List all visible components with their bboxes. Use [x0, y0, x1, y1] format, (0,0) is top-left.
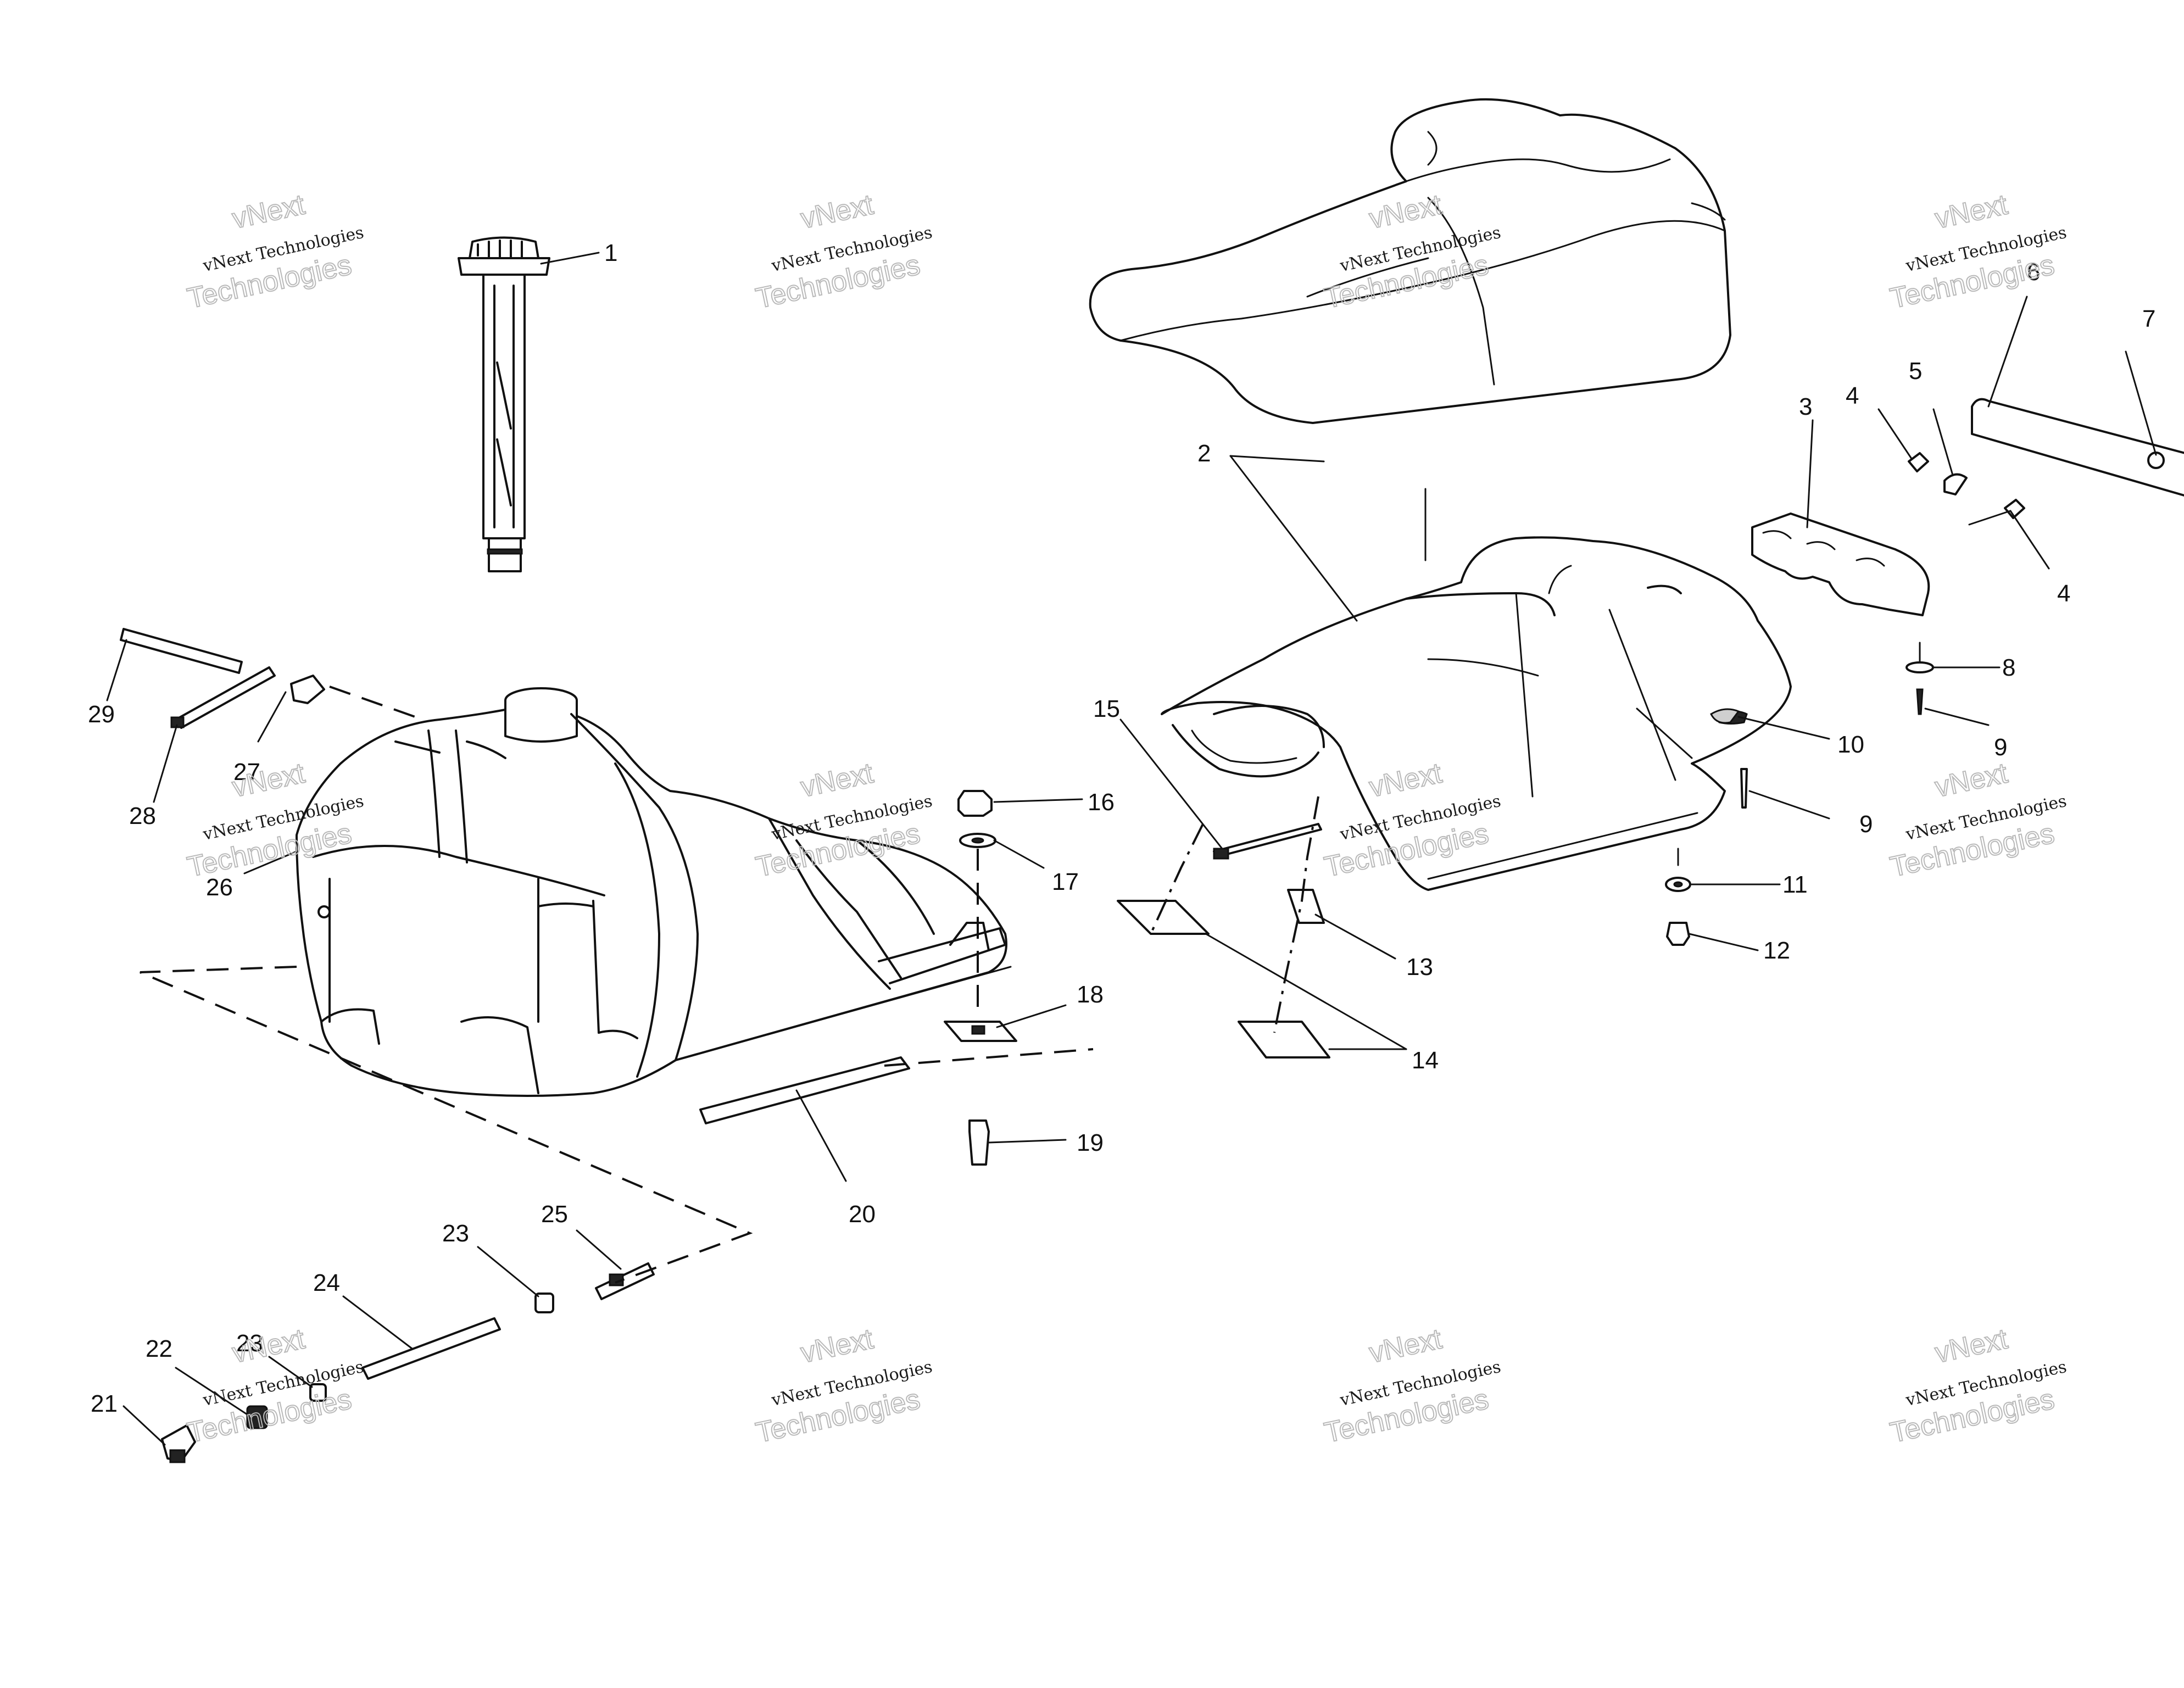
callout-18: 18 — [1077, 981, 1104, 1008]
fuel-tank — [296, 687, 1012, 1097]
callout-29: 29 — [88, 701, 115, 728]
callout-21: 21 — [91, 1390, 118, 1417]
watermark-9: vNext vNext Technologies Technologies — [184, 1322, 365, 1450]
part-25-valve — [595, 1262, 655, 1300]
leader-lines — [106, 252, 2157, 1446]
part-14-pads — [1117, 900, 1330, 1059]
callout-20: 20 — [849, 1201, 876, 1228]
part-8-washer — [1906, 661, 1934, 673]
callout-23-lower: 23 — [236, 1330, 263, 1357]
watermark-10: vNext vNext Technologies Technologies — [753, 1322, 934, 1450]
part-9-screw-upper — [1916, 688, 1924, 715]
part-11-washer — [1665, 877, 1691, 892]
callout-11: 11 — [1782, 871, 1808, 898]
part-3-tail-light-housing — [1751, 512, 1930, 616]
callout-28: 28 — [129, 803, 156, 829]
part-13-pad — [1287, 889, 1325, 924]
part-15-strap — [1213, 823, 1322, 860]
callout-15: 15 — [1093, 695, 1120, 722]
callout-19: 19 — [1077, 1129, 1104, 1156]
part-2-seat-cover — [1089, 98, 1731, 424]
watermark-8: vNext vNext Technologies Technologies — [1887, 756, 2068, 884]
callout-3: 3 — [1799, 393, 1812, 420]
watermark-1: vNext vNext Technologies Technologies — [184, 188, 365, 315]
part-23-plug-lower — [309, 1383, 327, 1402]
callout-5: 5 — [1909, 358, 1922, 385]
part-19-bolt — [968, 1119, 990, 1166]
callout-13: 13 — [1406, 954, 1433, 981]
callout-23-upper: 23 — [442, 1220, 469, 1247]
callout-4-lower: 4 — [2057, 580, 2070, 607]
callout-9-upper: 9 — [1994, 734, 2007, 761]
callout-12: 12 — [1763, 937, 1790, 964]
part-6-lens — [1971, 398, 2184, 497]
part-1-fuel-filler-tube — [458, 236, 550, 572]
part-5-bulb — [1943, 473, 1968, 495]
watermark-11: vNext vNext Technologies Technologies — [1321, 1322, 1502, 1450]
part-4-bulb-upper — [1908, 452, 1929, 472]
callout-6: 6 — [2027, 259, 2040, 286]
callout-10: 10 — [1837, 731, 1864, 758]
part-10-badge — [1710, 708, 1740, 724]
svg-text:vNext: vNext — [798, 188, 877, 235]
callout-7: 7 — [2142, 305, 2155, 332]
svg-text:vNext: vNext — [230, 188, 308, 235]
part-4-bulb-lower — [2004, 499, 2025, 519]
watermark-4: vNext vNext Technologies Technologies — [1887, 188, 2068, 315]
callout-1: 1 — [604, 239, 617, 266]
callout-16: 16 — [1088, 789, 1115, 816]
svg-text:vNext: vNext — [798, 1323, 877, 1369]
callout-9-lower: 9 — [1859, 811, 1873, 838]
svg-text:vNext: vNext — [798, 757, 877, 803]
callout-24: 24 — [313, 1269, 340, 1296]
part-20-strip — [699, 1056, 910, 1124]
callout-2: 2 — [1197, 440, 1211, 467]
svg-text:vNext: vNext — [1932, 188, 2011, 235]
callout-27: 27 — [233, 759, 260, 785]
watermark-2: vNext vNext Technologies Technologies — [753, 188, 934, 315]
part-21-fitting — [161, 1424, 196, 1463]
callout-25: 25 — [541, 1201, 568, 1228]
part-29-rod — [120, 628, 243, 674]
callout-26: 26 — [206, 874, 233, 901]
svg-text:vNext: vNext — [1367, 1323, 1445, 1369]
callout-4-upper: 4 — [1846, 382, 1859, 409]
seat-assembly — [1161, 536, 1792, 891]
part-23-plug-upper — [534, 1293, 554, 1313]
part-27-fitting — [290, 675, 325, 704]
watermark-12: vNext vNext Technologies Technologies — [1887, 1322, 2068, 1450]
svg-text:vNext: vNext — [1932, 757, 2011, 803]
part-24-rod — [361, 1317, 501, 1380]
part-28-tube — [170, 666, 276, 729]
callout-8: 8 — [2002, 654, 2015, 681]
part-12-bolt — [1666, 922, 1690, 946]
assembly-lines — [140, 686, 1319, 1284]
callout-labels: 1 2 3 4 4 5 6 7 8 9 9 10 11 12 13 14 15 … — [88, 239, 2155, 1417]
part-9-screw-lower — [1740, 768, 1748, 809]
part-22-grommet — [246, 1405, 268, 1429]
svg-text:vNext: vNext — [1932, 1323, 2011, 1369]
part-17-washer — [959, 833, 996, 848]
callout-17: 17 — [1052, 868, 1079, 895]
callout-14: 14 — [1412, 1047, 1439, 1074]
callout-22: 22 — [146, 1335, 172, 1362]
part-16-nut — [957, 790, 993, 817]
